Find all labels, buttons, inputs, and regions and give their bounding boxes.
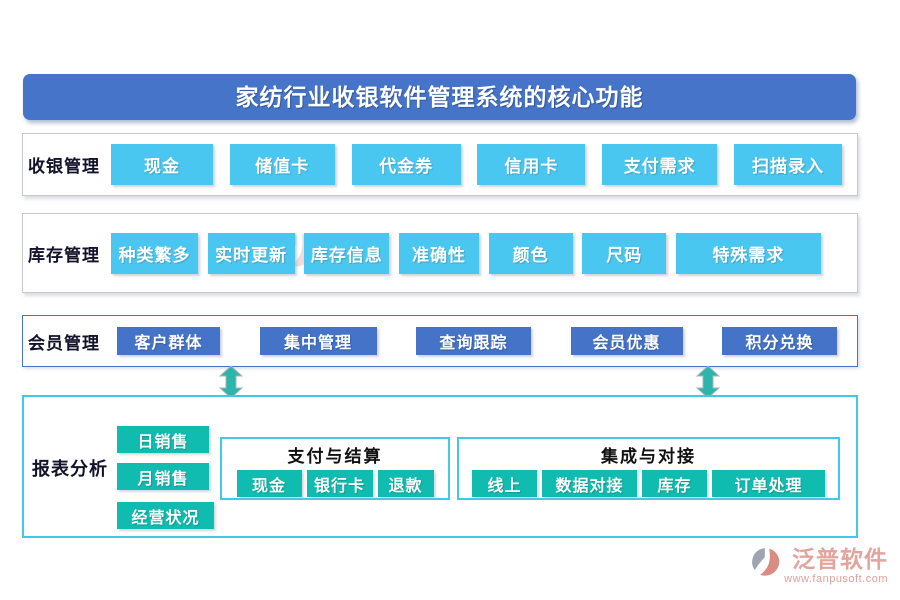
report-button-business-status[interactable]: 经营状况 <box>117 502 214 529</box>
double-arrow-icon <box>696 365 720 399</box>
cashier-button-scan-entry[interactable]: 扫描录入 <box>733 144 842 185</box>
report-analysis-label: 报表分析 <box>32 459 108 479</box>
report-button-daily-sales[interactable]: 日销售 <box>117 426 209 453</box>
page-title: 家纺行业收银软件管理系统的核心功能 <box>23 74 856 120</box>
inventory-button-strip: 种类繁多 实时更新 库存信息 准确性 颜色 尺码 特殊需求 <box>111 214 821 292</box>
double-arrow-icon <box>219 365 243 399</box>
cashier-button-voucher[interactable]: 代金券 <box>351 144 461 185</box>
payment-settlement-buttons: 现金 银行卡 退款 <box>222 470 448 497</box>
payment-button-refund[interactable]: 退款 <box>377 470 434 497</box>
member-button-customer-groups[interactable]: 客户群体 <box>117 327 220 355</box>
inventory-button-stock-info[interactable]: 库存信息 <box>304 232 390 274</box>
payment-button-cash[interactable]: 现金 <box>236 470 302 497</box>
integration-button-data-docking[interactable]: 数据对接 <box>542 470 637 497</box>
inventory-button-color[interactable]: 颜色 <box>488 232 573 274</box>
integration-button-inventory[interactable]: 库存 <box>642 470 707 497</box>
inventory-button-accuracy[interactable]: 准确性 <box>398 232 479 274</box>
fanpu-logo-icon <box>752 548 780 576</box>
cashier-management-label: 收银管理 <box>28 157 100 176</box>
inventory-management-section: 库存管理 种类繁多 实时更新 库存信息 准确性 颜色 尺码 特殊需求 <box>22 213 858 293</box>
integration-button-order-processing[interactable]: 订单处理 <box>712 470 825 497</box>
inventory-button-special-needs[interactable]: 特殊需求 <box>675 232 821 274</box>
cashier-button-credit-card[interactable]: 信用卡 <box>477 144 586 185</box>
member-button-member-discounts[interactable]: 会员优惠 <box>570 327 683 355</box>
report-button-monthly-sales[interactable]: 月销售 <box>117 463 209 490</box>
cashier-button-cash[interactable]: 现金 <box>111 144 213 185</box>
inventory-button-realtime-update[interactable]: 实时更新 <box>207 232 295 274</box>
integration-title: 集成与对接 <box>601 447 696 466</box>
cashier-management-section: 收银管理 现金 储值卡 代金券 信用卡 支付需求 扫描录入 <box>22 133 858 196</box>
member-management-section: 会员管理 客户群体 集中管理 查询跟踪 会员优惠 积分兑换 <box>22 315 858 367</box>
cashier-button-stored-value-card[interactable]: 储值卡 <box>229 144 335 185</box>
member-button-central-management[interactable]: 集中管理 <box>259 327 377 355</box>
member-button-points-redemption[interactable]: 积分兑换 <box>722 327 837 355</box>
inventory-button-size[interactable]: 尺码 <box>582 232 667 274</box>
inventory-button-wide-variety[interactable]: 种类繁多 <box>111 232 198 274</box>
brand-name: 泛普软件 <box>792 546 888 572</box>
member-management-label: 会员管理 <box>28 333 100 353</box>
integration-buttons: 线上 数据对接 库存 订单处理 <box>459 470 838 497</box>
integration-button-online[interactable]: 线上 <box>472 470 537 497</box>
member-button-query-tracking[interactable]: 查询跟踪 <box>416 327 531 355</box>
cashier-button-payment-needs[interactable]: 支付需求 <box>602 144 718 185</box>
cashier-button-strip: 现金 储值卡 代金券 信用卡 支付需求 扫描录入 <box>111 134 842 195</box>
report-analysis-section: 报表分析 日销售 月销售 经营状况 支付与结算 现金 银行卡 退款 集成与对接 … <box>22 395 858 538</box>
member-button-strip: 客户群体 集中管理 查询跟踪 会员优惠 积分兑换 <box>117 316 837 366</box>
inventory-management-label: 库存管理 <box>28 245 100 265</box>
brand-website-link[interactable]: www.fanpusoft.com <box>784 573 888 585</box>
integration-group: 集成与对接 线上 数据对接 库存 订单处理 <box>457 437 840 500</box>
footer-brand: 泛普软件 www.fanpusoft.com <box>752 547 888 585</box>
payment-settlement-title: 支付与结算 <box>287 447 383 466</box>
payment-settlement-group: 支付与结算 现金 银行卡 退款 <box>220 437 450 500</box>
payment-button-bank-card[interactable]: 银行卡 <box>306 470 373 497</box>
